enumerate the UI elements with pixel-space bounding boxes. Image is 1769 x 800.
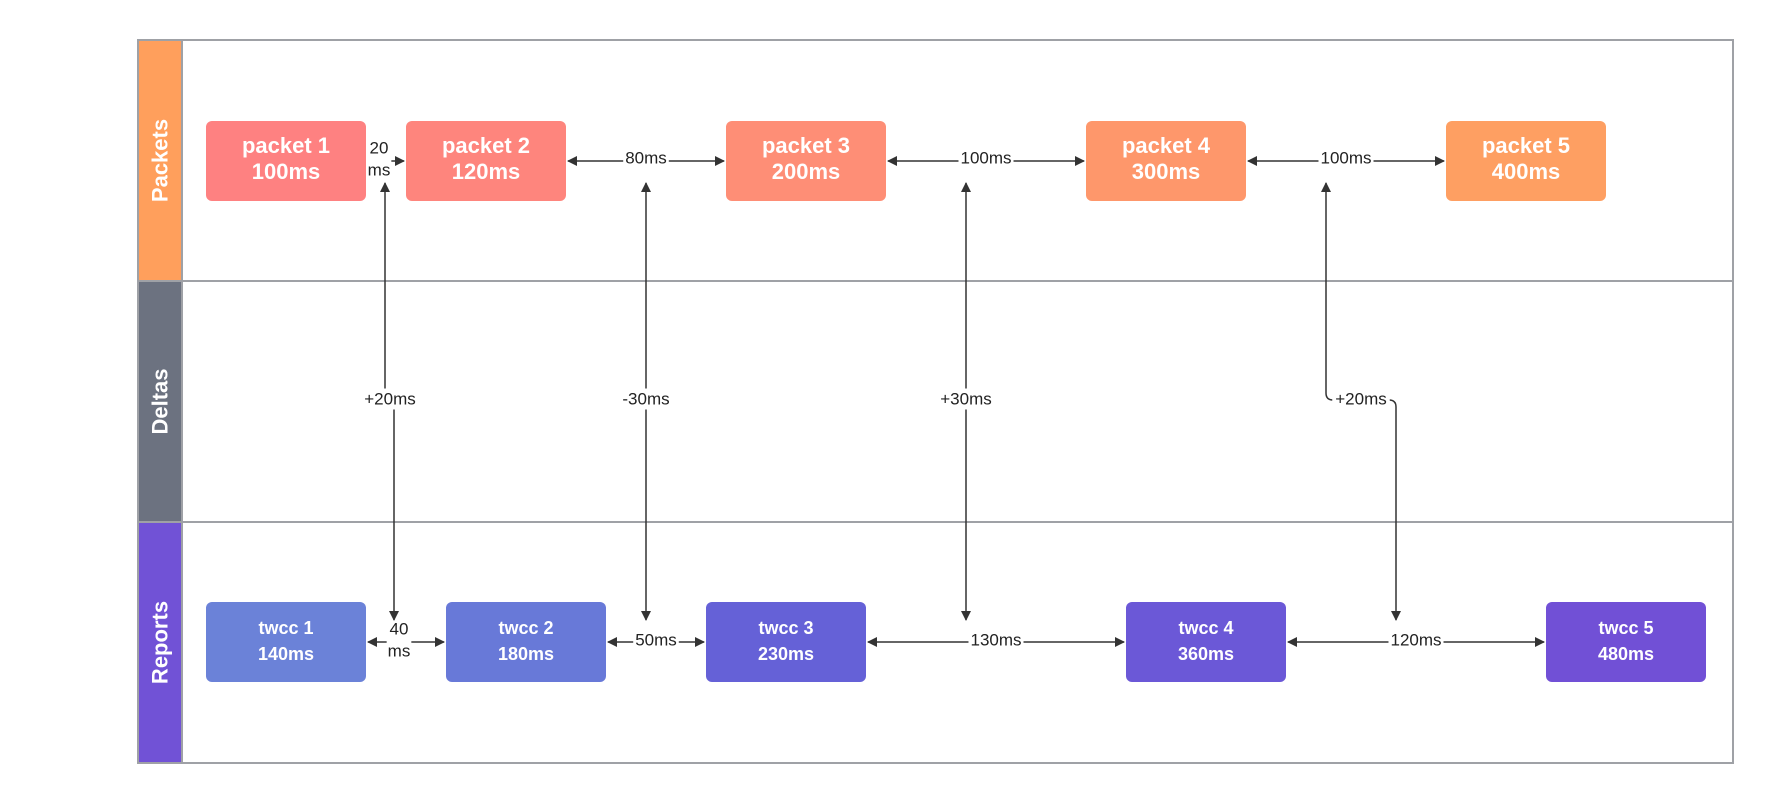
svg-text:-30ms: -30ms [622, 390, 669, 409]
report-gap-label-4: 120ms [1388, 629, 1444, 651]
packet-gap-label-4: 100ms [1318, 147, 1374, 169]
packet-box-4-shape [1086, 121, 1246, 201]
lane-title-deltas: Deltas [148, 368, 173, 434]
diagram-frame [137, 39, 1734, 764]
packet-box-1-shape [206, 121, 366, 201]
delta-label-2: -30ms [619, 388, 673, 410]
packet-gap-label-3: 100ms [958, 147, 1014, 169]
report-box-2-shape [446, 602, 606, 682]
packet-box-5-shape [1446, 121, 1606, 201]
svg-text:20ms: 20ms [368, 139, 391, 180]
svg-text:50ms: 50ms [635, 631, 677, 650]
report-gap-label-2: 50ms [633, 629, 679, 651]
packet-gap-label-2: 80ms [623, 147, 669, 169]
report-box-1-shape [206, 602, 366, 682]
lane-borders [137, 39, 1734, 764]
lane-headers: Packets Deltas Reports [138, 40, 182, 763]
lane-header-reports-bg [138, 522, 182, 763]
packet-box-3-shape [726, 121, 886, 201]
lane-header-deltas-bg [138, 281, 182, 522]
svg-text:130ms: 130ms [970, 631, 1021, 650]
lane-header-deltas: Deltas [138, 281, 182, 522]
svg-text:40ms: 40ms [388, 620, 411, 661]
lane-header-reports: Reports [138, 522, 182, 763]
delta-label-1: +20ms [361, 388, 419, 410]
svg-text:+20ms: +20ms [364, 390, 416, 409]
svg-text:120ms: 120ms [1390, 631, 1441, 650]
report-box-3-shape [706, 602, 866, 682]
svg-text:+20ms: +20ms [1335, 390, 1387, 409]
report-box-5-shape [1546, 602, 1706, 682]
packet-box-2-shape [406, 121, 566, 201]
lane-title-reports: Reports [148, 601, 173, 684]
report-gap-label-3: 130ms [968, 629, 1024, 651]
delta-label-3: +30ms [937, 388, 995, 410]
svg-text:100ms: 100ms [1320, 149, 1371, 168]
lane-title-packets: Packets [148, 119, 173, 202]
svg-text:100ms: 100ms [960, 149, 1011, 168]
lane-header-packets: Packets [138, 40, 182, 281]
svg-text:80ms: 80ms [625, 149, 667, 168]
lane-header-packets-bg [138, 40, 182, 281]
svg-text:+30ms: +30ms [940, 390, 992, 409]
delta-label-4: +20ms [1332, 388, 1390, 410]
report-box-4-shape [1126, 602, 1286, 682]
